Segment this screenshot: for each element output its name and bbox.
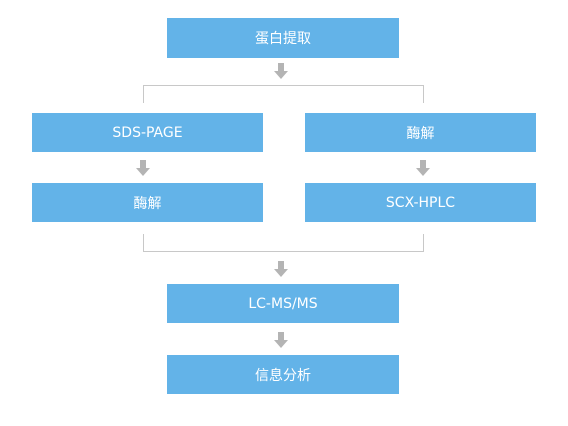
node-protein-extraction: 蛋白提取 <box>167 18 399 58</box>
merge-bracket-right-leg <box>423 234 424 252</box>
node-digestion-left: 酶解 <box>32 183 263 222</box>
node-sds-page: SDS-PAGE <box>32 113 263 152</box>
node-digestion-right: 酶解 <box>305 113 536 152</box>
node-bioinformatics: 信息分析 <box>167 355 399 394</box>
arrow-down-icon <box>136 160 150 176</box>
node-scx-hplc: SCX-HPLC <box>305 183 536 222</box>
arrow-down-icon <box>416 160 430 176</box>
merge-bracket-horizontal <box>143 251 424 252</box>
arrow-down-icon <box>274 63 288 79</box>
split-bracket-left-leg <box>143 85 144 103</box>
arrow-down-icon <box>274 332 288 348</box>
split-bracket-horizontal <box>143 85 424 86</box>
split-bracket-right-leg <box>423 85 424 103</box>
node-lc-ms-ms: LC-MS/MS <box>167 284 399 323</box>
arrow-down-icon <box>274 261 288 277</box>
merge-bracket-left-leg <box>143 234 144 252</box>
